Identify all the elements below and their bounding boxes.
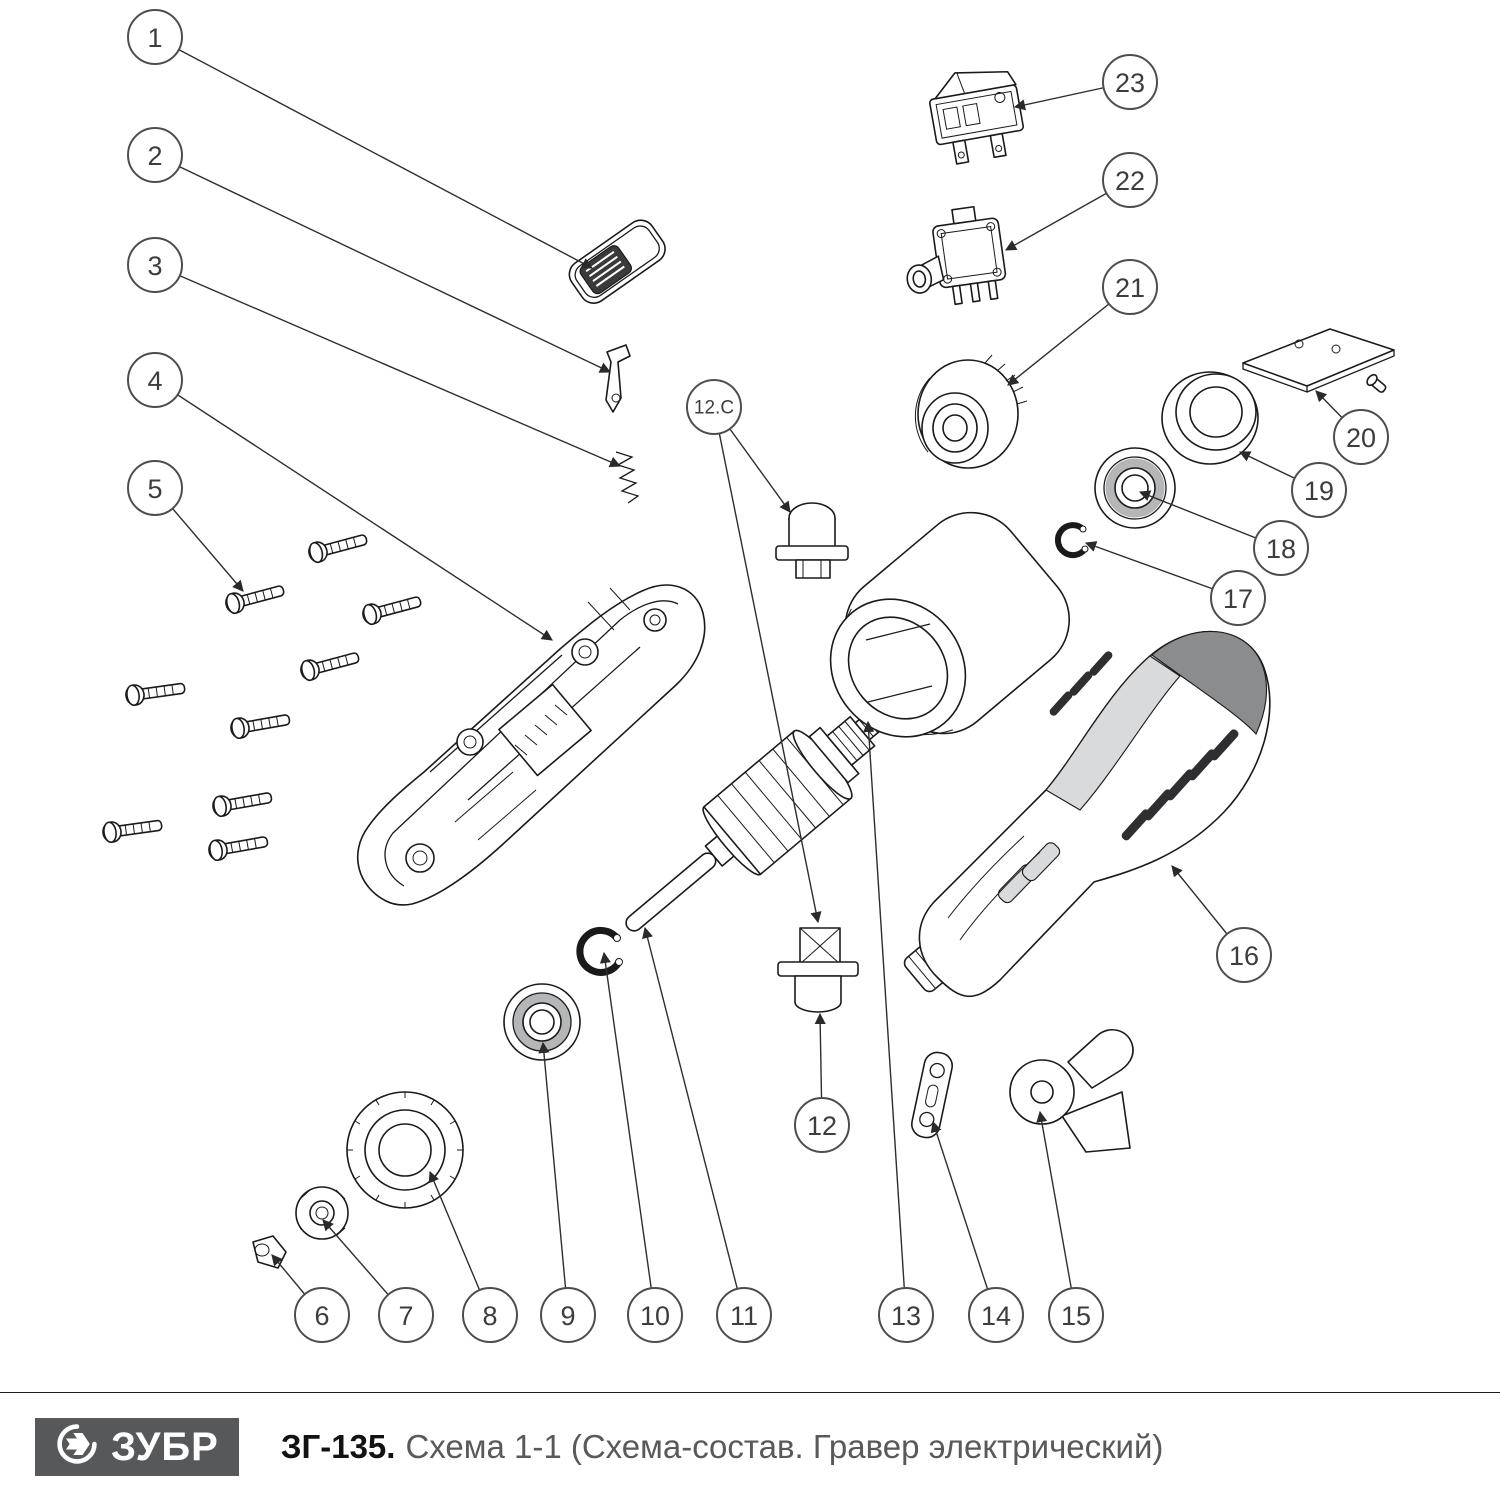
- part-speed-controller: [906, 205, 1007, 306]
- schema-caption: ЗГ-135.Схема 1-1 (Схема-состав. Гравер э…: [281, 1428, 1164, 1466]
- zubr-logo: ЗУБР: [35, 1417, 239, 1476]
- svg-text:7: 7: [398, 1301, 413, 1331]
- svg-text:17: 17: [1223, 584, 1253, 614]
- callout-18: 18: [1253, 520, 1309, 576]
- svg-text:12.C: 12.C: [694, 398, 734, 419]
- callout-20: 20: [1333, 409, 1389, 465]
- svg-text:4: 4: [147, 366, 162, 396]
- svg-text:1: 1: [147, 23, 162, 53]
- svg-text:6: 6: [314, 1301, 329, 1331]
- part-housing-right: [903, 630, 1271, 998]
- callout-10: 10: [627, 1287, 683, 1343]
- part-nose-cap: [914, 354, 1028, 469]
- part-circlip-rear: [1054, 522, 1089, 559]
- vent-slots: [1049, 651, 1239, 841]
- svg-text:2: 2: [147, 141, 162, 171]
- svg-text:18: 18: [1266, 534, 1296, 564]
- part-brush-lower: [777, 927, 859, 1013]
- svg-text:14: 14: [981, 1301, 1011, 1331]
- callout-17: 17: [1210, 570, 1266, 626]
- callout-3: 3: [127, 237, 183, 293]
- svg-text:22: 22: [1115, 166, 1145, 196]
- brand-name: ЗУБР: [111, 1424, 219, 1469]
- model-number: ЗГ-135.: [280, 1427, 396, 1465]
- footer: ЗУБР ЗГ-135.Схема 1-1 (Схема-состав. Гра…: [0, 1392, 1500, 1500]
- part-nose-ring: [346, 1091, 464, 1209]
- svg-text:21: 21: [1115, 273, 1145, 303]
- svg-text:16: 16: [1229, 941, 1259, 971]
- callout-23: 23: [1102, 54, 1158, 110]
- schema-subtitle: Схема 1-1 (Схема-состав. Гравер электрич…: [405, 1427, 1164, 1465]
- callout-19: 19: [1291, 462, 1347, 518]
- part-circlip-front: [576, 926, 623, 976]
- callout-8: 8: [462, 1287, 518, 1343]
- svg-text:20: 20: [1346, 423, 1376, 453]
- svg-text:19: 19: [1304, 476, 1334, 506]
- part-hanger-hook: [1009, 1028, 1134, 1153]
- callout-11: 11: [716, 1287, 772, 1343]
- zubr-logo-icon: [55, 1422, 99, 1471]
- svg-text:23: 23: [1115, 68, 1145, 98]
- part-mount-plate: [1242, 328, 1395, 393]
- callout-9: 9: [540, 1287, 596, 1343]
- svg-text:8: 8: [482, 1301, 497, 1331]
- callout-12: 12: [794, 1097, 850, 1153]
- part-rear-ring: [1161, 371, 1259, 465]
- svg-text:12: 12: [807, 1111, 837, 1141]
- part-housing-left: [356, 584, 706, 906]
- callout-1: 1: [127, 9, 183, 65]
- callout-22: 22: [1102, 152, 1158, 208]
- part-switch-lever: [605, 344, 631, 413]
- callout-4: 4: [127, 352, 183, 408]
- callout-21: 21: [1102, 259, 1158, 315]
- part-spring: [615, 451, 640, 504]
- callout-13: 13: [878, 1287, 934, 1343]
- part-rocker-switch: [929, 70, 1024, 165]
- part-bracket: [910, 1051, 954, 1139]
- part-switch-slider: [568, 219, 666, 304]
- svg-text:10: 10: [640, 1301, 670, 1331]
- callout-5: 5: [127, 460, 183, 516]
- part-armature: [625, 705, 893, 932]
- svg-text:13: 13: [891, 1301, 921, 1331]
- callout-12.C: 12.C: [686, 379, 742, 435]
- part-collet-nut: [295, 1186, 349, 1240]
- svg-text:3: 3: [147, 251, 162, 281]
- svg-text:9: 9: [560, 1301, 575, 1331]
- part-screws: [100, 528, 424, 863]
- callout-2: 2: [127, 127, 183, 183]
- part-stator: [829, 511, 1071, 738]
- svg-text:15: 15: [1061, 1301, 1091, 1331]
- callout-14: 14: [968, 1287, 1024, 1343]
- part-collet: [252, 1235, 287, 1269]
- callout-6: 6: [294, 1287, 350, 1343]
- exploded-diagram: 12345678910111212.C131415161718192021222…: [100, 9, 1395, 1343]
- part-bearing-front: [503, 983, 581, 1061]
- callout-7: 7: [378, 1287, 434, 1343]
- callout-16: 16: [1216, 927, 1272, 983]
- svg-text:11: 11: [730, 1301, 758, 1331]
- part-brush-upper: [775, 502, 849, 579]
- part-bearing-rear: [1094, 447, 1176, 529]
- callout-15: 15: [1048, 1287, 1104, 1343]
- svg-text:5: 5: [147, 474, 162, 504]
